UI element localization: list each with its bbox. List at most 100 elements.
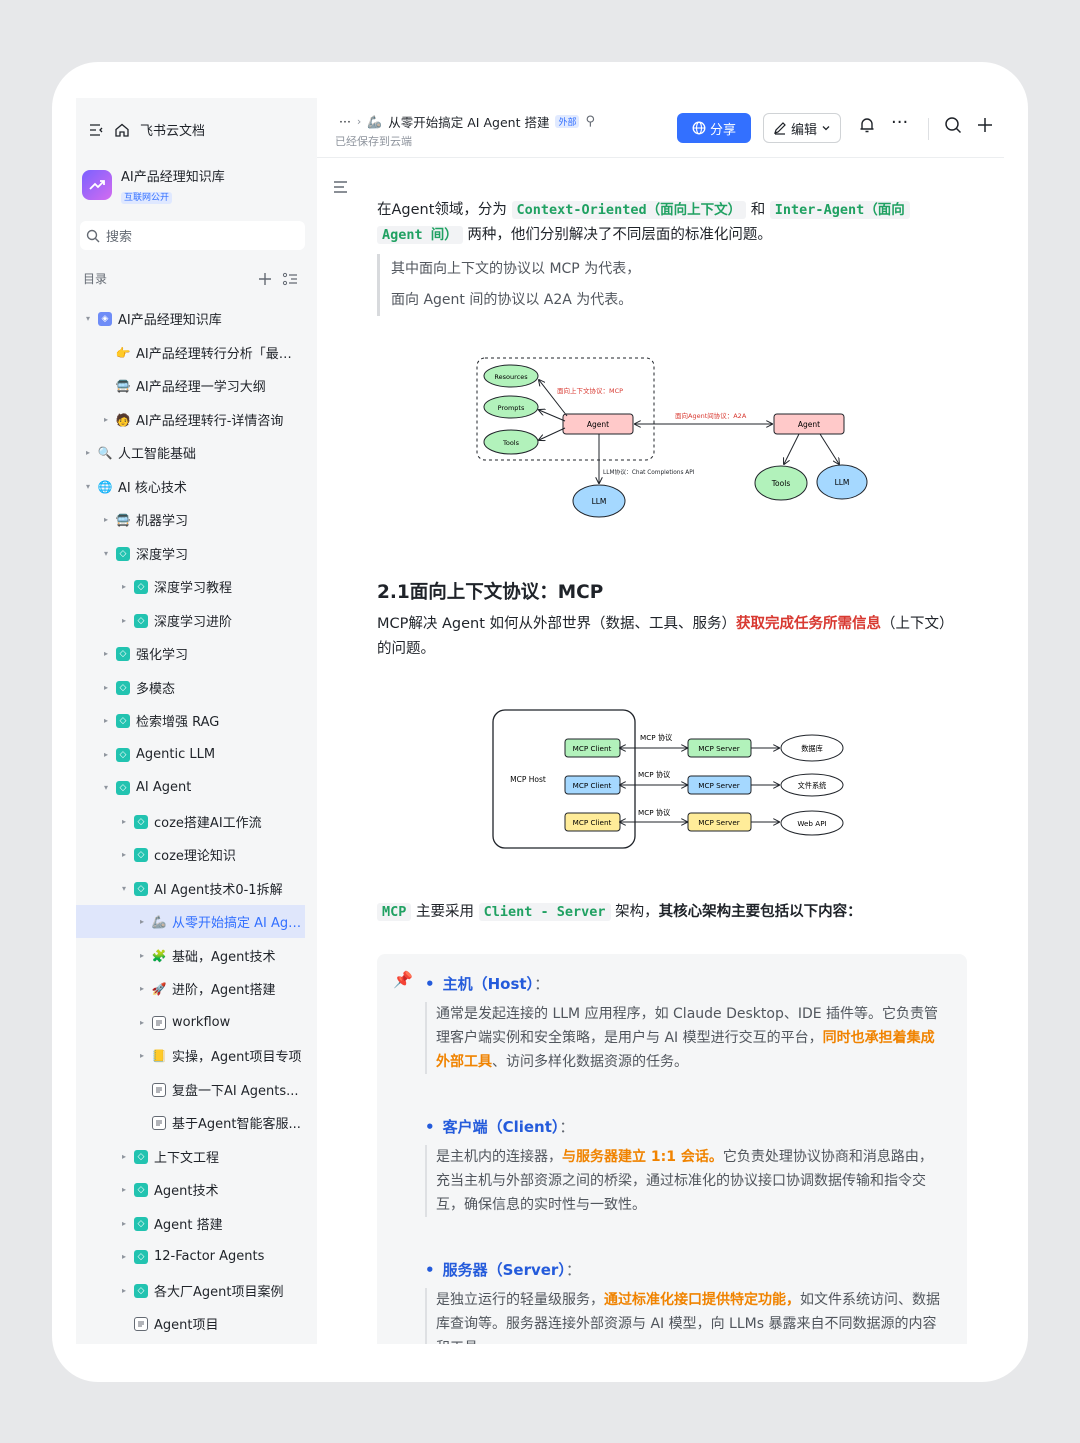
page-emoji-icon: 🧩 <box>151 948 167 963</box>
caret-right-icon[interactable]: ▸ <box>121 1152 126 1161</box>
tree-item-label: 深度学习 <box>136 548 189 563</box>
mcp-paragraph: MCP解决 Agent 如何从外部世界（数据、工具、服务）获取完成任务所需信息（… <box>377 612 962 662</box>
caret-right-icon[interactable]: ▸ <box>139 951 144 960</box>
caret-right-icon[interactable]: ▸ <box>121 817 126 826</box>
tree-item[interactable]: ▸◇Agentic LLM <box>76 738 305 771</box>
tree-item[interactable]: 👉AI产品经理转行分析「最… <box>76 336 305 369</box>
search-input[interactable]: 搜索 <box>80 221 305 250</box>
caret-right-icon[interactable]: ▸ <box>121 582 126 591</box>
outline-toggle-icon[interactable] <box>333 180 349 198</box>
web-api-node <box>780 810 844 836</box>
caret-right-icon[interactable]: ▸ <box>103 515 108 524</box>
tree-item[interactable]: ▸◇coze搭建AI工作流 <box>76 805 305 838</box>
document-body: 在Agent领域，分为 Context-Oriented（面向上下文） 和 In… <box>377 198 962 925</box>
tree-item[interactable]: Agent项目 <box>76 1307 305 1340</box>
tree-item[interactable]: 基于Agent智能客服... <box>76 1106 305 1139</box>
doc-title[interactable]: 从零开始搞定 AI Agent 搭建 <box>388 115 550 130</box>
tree-item-label: 人工智能基础 <box>118 447 197 462</box>
tree-item[interactable]: ▸🚀进阶，Agent搭建 <box>76 972 305 1005</box>
caret-down-icon[interactable]: ▾ <box>85 314 90 323</box>
tree-item[interactable]: ▸🚍机器学习 <box>76 503 305 536</box>
tree-item[interactable]: ▸◇深度学习教程 <box>76 570 305 603</box>
highlight-text: 通过标准化接口提供特定功能， <box>604 1292 800 1308</box>
tree-item[interactable]: ▸◇强化学习 <box>76 637 305 670</box>
tree-item[interactable]: ▾◇深度学习 <box>76 537 305 570</box>
tree-item-label: AI产品经理知识库 <box>118 313 222 328</box>
caret-right-icon[interactable]: ▸ <box>103 649 108 658</box>
tree-item[interactable]: ▾◈AI产品经理知识库 <box>76 302 305 335</box>
caret-right-icon[interactable]: ▸ <box>139 984 144 993</box>
tree-item-label: AI Agent <box>136 780 192 795</box>
tree-item[interactable]: ▸📒实操，Agent项目专项 <box>76 1039 305 1072</box>
caret-right-icon[interactable]: ▸ <box>139 917 144 926</box>
tree-item[interactable]: ▾◇AI Agent技术0-1拆解 <box>76 872 305 905</box>
caret-right-icon[interactable]: ▸ <box>121 616 126 625</box>
share-button[interactable]: 分享 <box>677 113 751 143</box>
tree-item[interactable]: ▸◇Agent 搭建 <box>76 1207 305 1240</box>
protocol-label: MCP 协议 <box>640 733 672 742</box>
page-emoji-icon: 🔍 <box>97 445 113 460</box>
caret-right-icon[interactable]: ▸ <box>103 415 108 424</box>
wiki-page-icon: ◇ <box>134 881 148 896</box>
tree-item[interactable]: ▸🧑AI产品经理转行-详情咨询 <box>76 403 305 436</box>
wiki-page-icon: ◇ <box>134 814 148 829</box>
tree-item[interactable]: 复盘一下AI Agents... <box>76 1073 305 1106</box>
search-doc-icon[interactable] <box>944 116 962 139</box>
prompts-node <box>483 395 539 419</box>
tree-item[interactable]: ▸◇coze理论知识 <box>76 838 305 871</box>
caret-right-icon[interactable]: ▸ <box>103 750 108 759</box>
knowledge-base-header[interactable]: AI产品经理知识库 互联网公开 <box>82 166 225 204</box>
tree-item[interactable]: ▸🦾从零开始搞定 AI Ag… <box>76 905 305 938</box>
document-toolbar: ··· › 🦾 从零开始搞定 AI Agent 搭建 外部 ⚲ 已经保存到云端 … <box>317 98 1004 158</box>
caret-down-icon[interactable]: ▾ <box>103 549 108 558</box>
add-icon[interactable] <box>258 272 272 286</box>
tree-item[interactable]: 🚍AI产品经理一学习大纲 <box>76 369 305 402</box>
quote-line: 其中面向上下文的协议以 MCP 为代表， <box>391 261 641 277</box>
tree-item[interactable]: ▸◇各大厂Agent项目案例 <box>76 1274 305 1307</box>
tools-node <box>483 429 539 455</box>
more-options-icon[interactable]: ··· <box>891 112 909 133</box>
tree-item-label: Agent 搭建 <box>154 1218 223 1233</box>
caret-right-icon[interactable]: ▸ <box>139 1018 144 1027</box>
tree-item[interactable]: ▸🧩基础，Agent技术 <box>76 939 305 972</box>
tree-item[interactable]: ▸◇多模态 <box>76 671 305 704</box>
caret-right-icon[interactable]: ▸ <box>121 1286 126 1295</box>
tree-item[interactable]: ▸ workflow <box>76 1006 305 1039</box>
bell-icon[interactable] <box>858 116 876 139</box>
caret-right-icon[interactable]: ▸ <box>139 1051 144 1060</box>
caret-down-icon[interactable]: ▾ <box>121 884 126 893</box>
tree-item[interactable]: ▸◇上下文工程 <box>76 1140 305 1173</box>
new-doc-icon[interactable] <box>976 116 994 139</box>
tree-item-label: workflow <box>172 1015 231 1030</box>
tree-item[interactable]: ▸ 🔍 人工智能基础 <box>76 436 305 469</box>
tree-item-label: 机器学习 <box>136 514 189 529</box>
caret-right-icon[interactable]: ▸ <box>121 1219 126 1228</box>
tree-item[interactable]: ▾◇AI Agent <box>76 771 305 804</box>
home-icon[interactable] <box>114 122 130 138</box>
tree-item[interactable]: ▸◇12-Factor Agents <box>76 1240 305 1273</box>
filesystem-node <box>780 773 844 797</box>
app-name[interactable]: 飞书云文档 <box>140 124 206 139</box>
caret-down-icon[interactable]: ▾ <box>85 482 90 491</box>
caret-right-icon[interactable]: ▸ <box>85 448 90 457</box>
wiki-page-icon: ◇ <box>134 1182 148 1197</box>
caret-right-icon[interactable]: ▸ <box>103 716 108 725</box>
external-badge: 外部 <box>555 115 580 128</box>
tree-item[interactable]: ▾🌐AI 核心技术 <box>76 470 305 503</box>
caret-right-icon[interactable]: ▸ <box>103 683 108 692</box>
breadcrumb-more[interactable]: ··· <box>339 114 351 129</box>
tree-view-icon[interactable] <box>282 272 298 286</box>
arch-text: 主要采用 <box>416 904 474 920</box>
caret-down-icon[interactable]: ▾ <box>103 783 108 792</box>
pin-icon[interactable]: ⚲ <box>585 114 595 129</box>
caret-right-icon[interactable]: ▸ <box>121 1185 126 1194</box>
tree-item[interactable]: ▸◇Agent技术 <box>76 1173 305 1206</box>
caret-right-icon[interactable]: ▸ <box>121 1252 126 1261</box>
caret-right-icon[interactable]: ▸ <box>121 850 126 859</box>
tree-item[interactable]: ▸◇深度学习进阶 <box>76 604 305 637</box>
llm-label-2: LLM <box>835 478 850 487</box>
agent-label: Agent <box>587 420 609 429</box>
collapse-sidebar-icon[interactable] <box>88 122 104 138</box>
edit-mode-button[interactable]: 编辑 <box>763 113 841 143</box>
tree-item[interactable]: ▸◇检索增强 RAG <box>76 704 305 737</box>
